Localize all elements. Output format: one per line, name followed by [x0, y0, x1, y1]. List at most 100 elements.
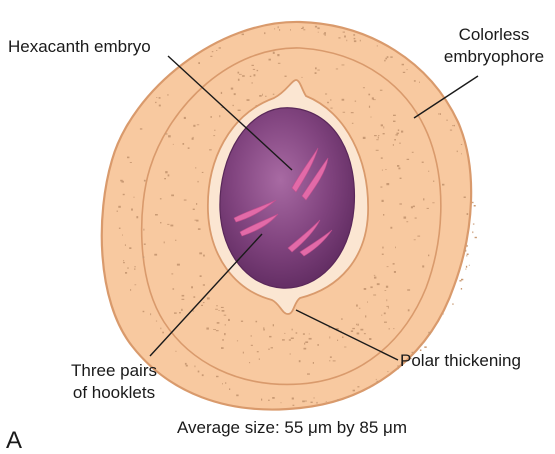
speckle — [285, 76, 287, 77]
speckle — [411, 206, 413, 208]
speckle — [200, 275, 202, 277]
speckle — [274, 28, 275, 29]
speckle — [450, 130, 452, 131]
speckle — [131, 209, 133, 211]
speckle — [265, 96, 266, 97]
speckle — [364, 288, 367, 290]
speckle — [402, 64, 404, 66]
speckle — [290, 354, 292, 355]
speckle — [216, 305, 217, 306]
speckle — [222, 339, 224, 340]
speckle — [385, 169, 386, 170]
speckle — [378, 137, 379, 139]
speckle — [429, 333, 431, 335]
speckle — [383, 214, 384, 216]
speckle — [414, 239, 416, 240]
speckle — [234, 93, 236, 95]
speckle — [215, 309, 218, 310]
speckle — [354, 40, 356, 42]
speckle — [384, 313, 386, 315]
speckle — [221, 92, 222, 94]
speckle — [400, 178, 402, 179]
speckle — [144, 180, 146, 182]
speckle — [393, 121, 396, 122]
speckle — [196, 203, 197, 205]
speckle — [302, 401, 305, 403]
speckle — [315, 72, 317, 74]
speckle — [213, 329, 216, 330]
speckle — [313, 362, 314, 364]
speckle — [159, 97, 161, 99]
speckle — [250, 76, 252, 77]
speckle — [342, 337, 344, 339]
speckle — [196, 220, 198, 222]
speckle — [150, 313, 151, 315]
speckle — [128, 267, 129, 269]
speckle — [156, 321, 157, 322]
speckle — [231, 88, 233, 90]
speckle — [268, 349, 269, 351]
speckle — [256, 321, 258, 323]
speckle — [278, 26, 279, 28]
speckle — [401, 131, 403, 133]
speckle — [261, 399, 262, 401]
speckle — [221, 307, 224, 308]
speckle — [326, 401, 327, 402]
speckle — [198, 181, 199, 183]
speckle — [222, 383, 223, 384]
speckle — [457, 151, 458, 153]
speckle — [193, 296, 195, 298]
speckle — [352, 123, 354, 124]
speckle — [201, 305, 203, 306]
speckle — [386, 286, 388, 288]
speckle — [461, 144, 462, 145]
speckle — [213, 135, 215, 136]
speckle — [119, 228, 121, 229]
speckle — [252, 65, 254, 66]
speckle — [438, 113, 439, 114]
speckle — [469, 265, 470, 266]
speckle — [191, 286, 193, 288]
hexacanth-embryo — [220, 108, 355, 288]
speckle — [247, 99, 250, 101]
speckle — [263, 329, 265, 331]
speckle — [389, 328, 390, 330]
speckle — [207, 297, 210, 299]
speckle — [262, 94, 263, 96]
speckle — [464, 197, 466, 199]
speckle — [284, 333, 285, 334]
speckle — [324, 32, 326, 34]
speckle — [135, 284, 137, 285]
speckle — [407, 69, 408, 70]
label-hooklets-line1: Three pairs — [71, 361, 157, 380]
speckle — [174, 312, 177, 313]
speckle — [160, 328, 161, 330]
speckle — [183, 143, 185, 145]
speckle — [269, 59, 271, 61]
speckle — [336, 69, 338, 70]
speckle — [369, 106, 370, 108]
speckle — [376, 139, 378, 140]
speckle — [303, 333, 305, 335]
caption-average-size: Average size: 55 μm by 85 μm — [177, 418, 407, 437]
speckle — [216, 376, 219, 377]
speckle — [374, 277, 376, 279]
speckle — [382, 254, 384, 255]
speckle — [122, 235, 123, 236]
speckle — [125, 244, 126, 245]
speckle — [185, 363, 187, 365]
label-hooklets-line2: of hooklets — [73, 383, 155, 402]
speckle — [329, 360, 330, 361]
speckle — [466, 255, 467, 256]
speckle — [198, 371, 200, 373]
speckle — [218, 310, 219, 311]
speckle — [351, 112, 354, 113]
speckle — [222, 310, 225, 312]
speckle — [419, 82, 420, 83]
speckle — [154, 254, 157, 256]
speckle — [422, 162, 424, 163]
speckle — [197, 124, 199, 125]
speckle — [224, 315, 227, 316]
speckle — [369, 387, 370, 388]
speckle — [377, 283, 380, 285]
